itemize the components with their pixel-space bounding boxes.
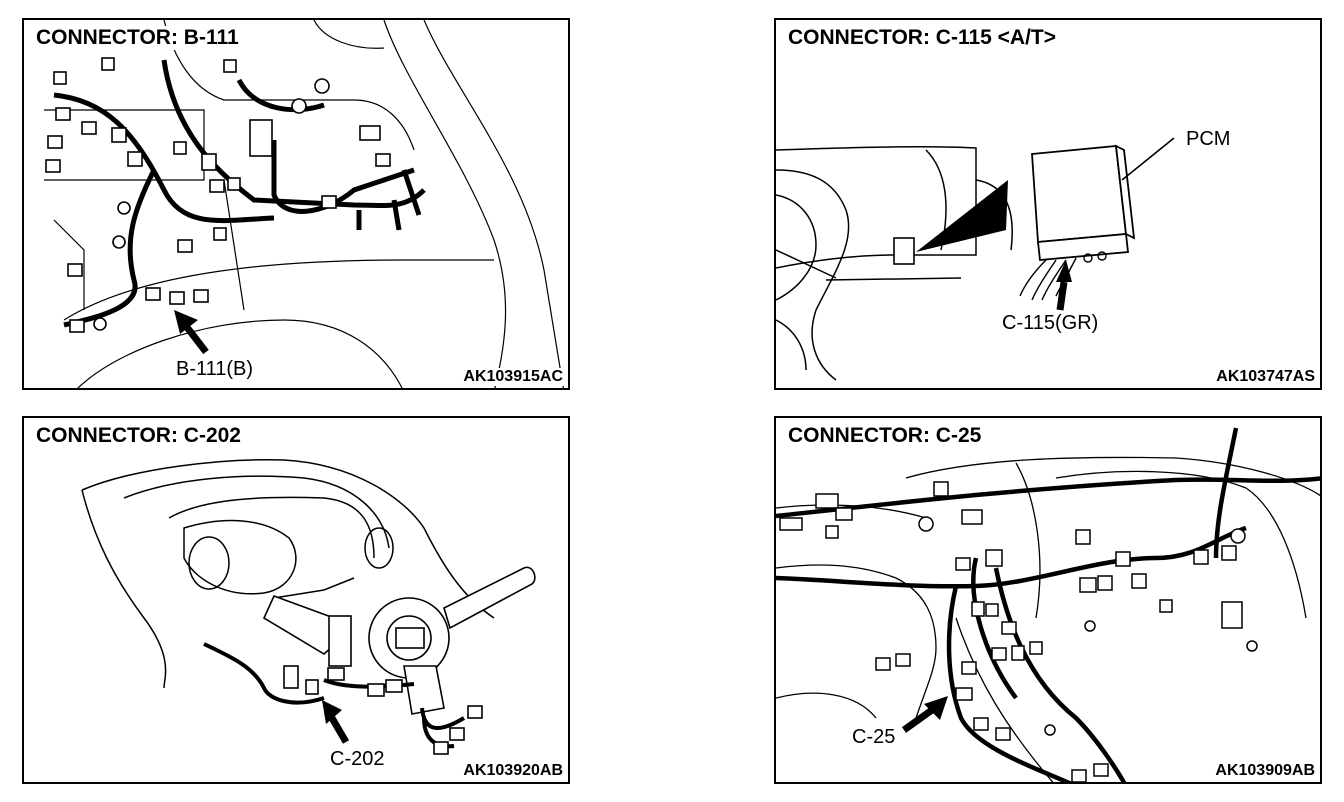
figure-code: AK103909AB (1213, 762, 1317, 780)
panel-title: CONNECTOR: C-25 (786, 424, 988, 448)
figure-code: AK103915AC (461, 368, 565, 386)
wiring-harness-illustration-b111 (44, 20, 564, 388)
dash-harness-illustration-c25 (776, 427, 1320, 782)
pointer-arrow-c202 (322, 700, 350, 744)
panel-title: CONNECTOR: B-111 (34, 26, 245, 50)
pointer-arrow-c115 (1056, 260, 1072, 311)
pointer-arrow-b111 (174, 310, 209, 355)
panel-title: CONNECTOR: C-202 (34, 424, 247, 448)
connector-label-c115: C-115(GR) (1000, 312, 1101, 335)
panel-title: CONNECTOR: C-115 <A/T> (786, 26, 1063, 50)
panel-connector-c115: CONNECTOR: C-115 <A/T> PCM C-115(GR) AK1… (774, 18, 1322, 390)
column-switch-illustration-c202 (81, 459, 536, 755)
figure-code: AK103920AB (461, 762, 565, 780)
panel-connector-b111: CONNECTOR: B-111 B-111(B) AK103915AC (22, 18, 570, 390)
connector-label-c202: C-202 (328, 748, 387, 771)
pcm-label: PCM (1184, 128, 1233, 151)
connector-label-b111: B-111(B) (174, 358, 256, 381)
panel-connector-c202: CONNECTOR: C-202 C-202 AK103920AB (22, 416, 570, 784)
panel-connector-c25: CONNECTOR: C-25 C-25 AK103909AB (774, 416, 1322, 784)
pointer-arrow-c25 (901, 696, 948, 733)
connector-label-c25: C-25 (850, 726, 898, 749)
figure-code: AK103747AS (1214, 368, 1317, 386)
pcm-unit (1031, 144, 1136, 261)
pcm-location-illustration-c115 (776, 137, 1175, 381)
